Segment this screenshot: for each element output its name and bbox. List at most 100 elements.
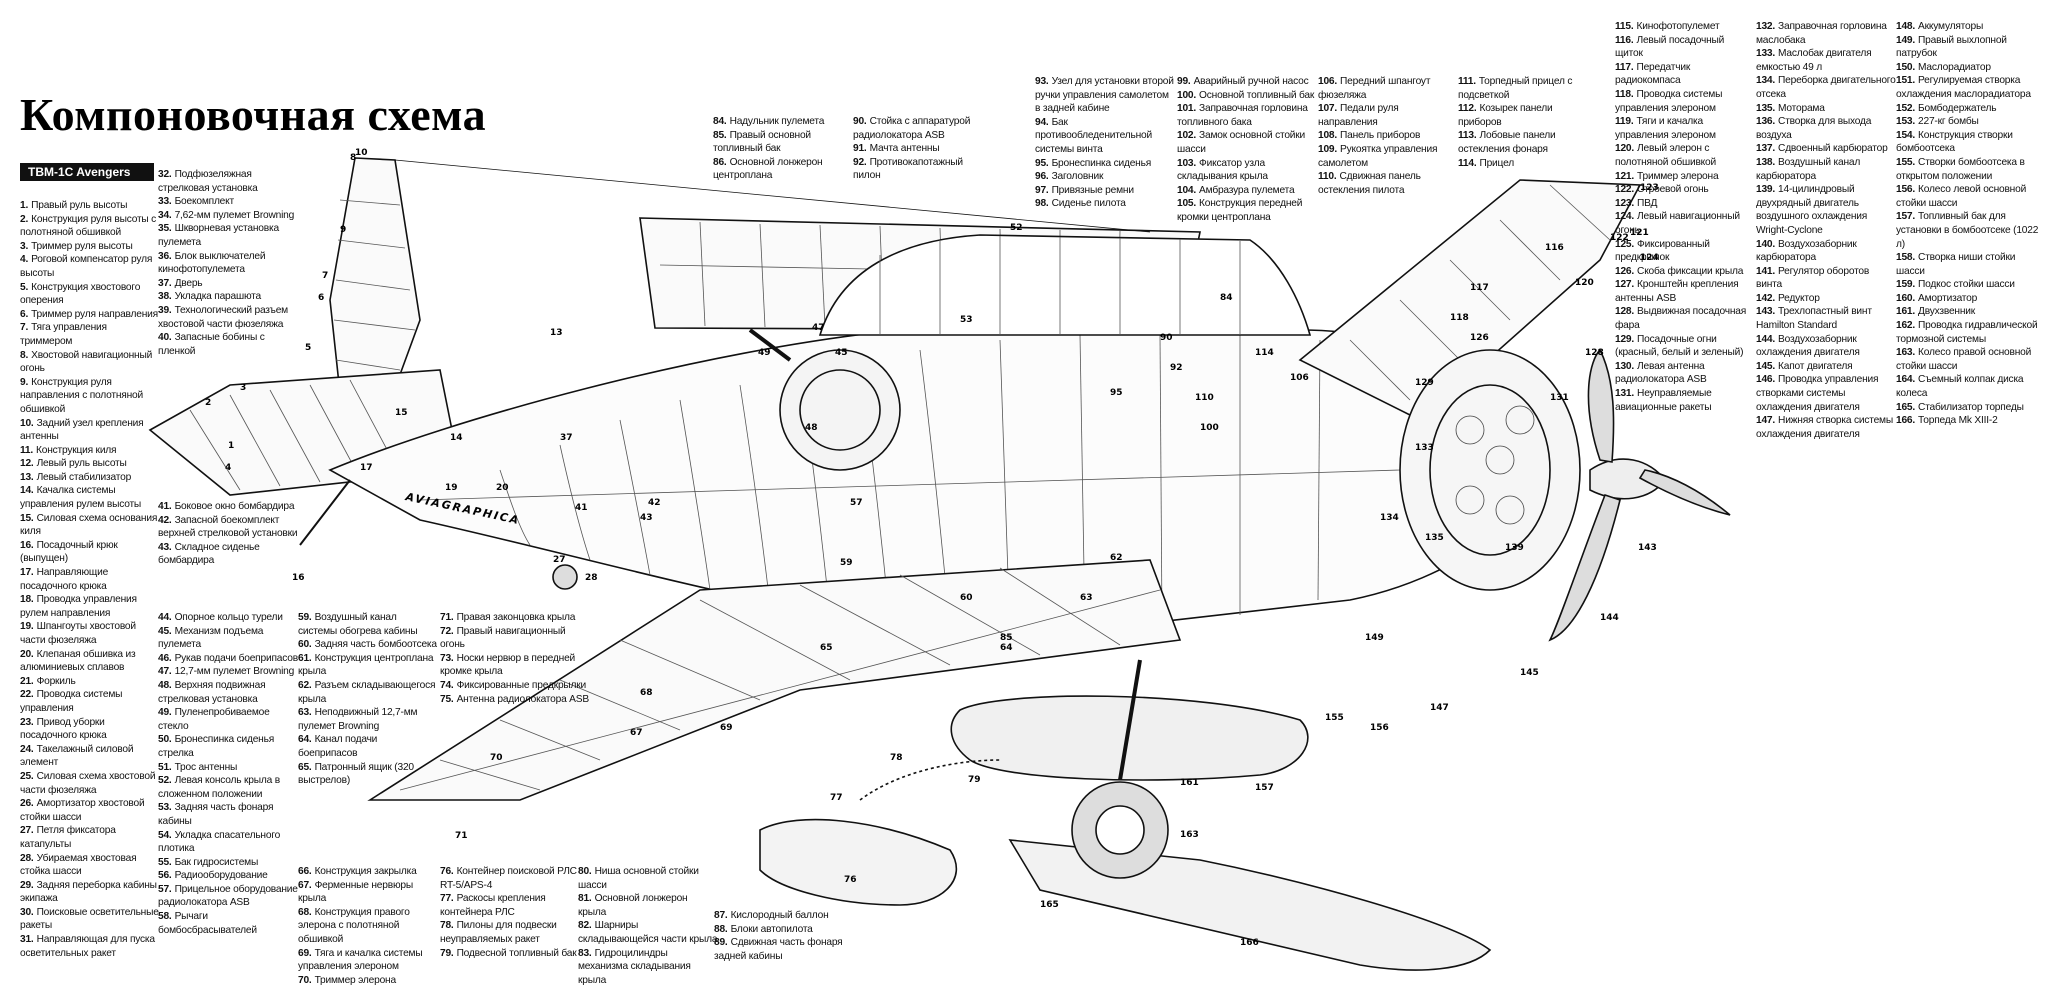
part-callout-number: 121 bbox=[1630, 228, 1649, 238]
legend-item-number: 118. bbox=[1615, 88, 1634, 100]
legend-item-text: Стабилизатор торпеды bbox=[1918, 401, 2024, 413]
legend-item-number: 107. bbox=[1318, 103, 1338, 115]
part-callout-number: 17 bbox=[360, 463, 373, 473]
part-callout-number: 41 bbox=[575, 503, 588, 513]
legend-item: 164.Съемный колпак диска колеса bbox=[1896, 373, 2046, 400]
legend-item-number: 27. bbox=[20, 825, 34, 837]
legend-item-number: 55. bbox=[158, 856, 172, 868]
legend-item-text: Рукоятка управления самолетом bbox=[1318, 143, 1438, 169]
legend-item-number: 18. bbox=[20, 594, 34, 606]
legend-item-text: Правый выхлопной патрубок bbox=[1896, 34, 2007, 60]
part-callout-number: 5 bbox=[305, 343, 311, 353]
legend-item-number: 100. bbox=[1177, 89, 1197, 101]
part-callout-number: 145 bbox=[1520, 668, 1539, 678]
legend-item: 103.Фиксатор узла складывания крыла bbox=[1177, 157, 1317, 184]
legend-item-number: 142. bbox=[1756, 292, 1776, 304]
part-callout-number: 126 bbox=[1470, 333, 1489, 343]
part-callout-number: 117 bbox=[1470, 283, 1489, 293]
legend-item-text: 12,7-мм пулемет Browning bbox=[174, 666, 295, 678]
legend-item: 72.Правый навигационный огонь bbox=[440, 625, 590, 652]
legend-item-number: 30. bbox=[20, 906, 34, 918]
legend-item-number: 67. bbox=[298, 879, 312, 891]
part-callout-number: 122 bbox=[1610, 233, 1629, 243]
legend-item: 43.Складное сиденье бомбардира bbox=[158, 541, 303, 568]
legend-item-number: 70. bbox=[298, 974, 312, 986]
legend-item: 142.Редуктор bbox=[1756, 292, 1896, 306]
legend-item: 13.Левый стабилизатор bbox=[20, 471, 160, 485]
legend-item-number: 141. bbox=[1756, 265, 1776, 277]
legend-item-number: 120. bbox=[1615, 143, 1635, 155]
legend-item-number: 69. bbox=[298, 947, 312, 959]
legend-item: 87.Кислородный баллон bbox=[714, 909, 854, 923]
legend-item: 47.12,7-мм пулемет Browning bbox=[158, 665, 298, 679]
legend-item-number: 113. bbox=[1458, 130, 1477, 142]
legend-item: 116.Левый посадочный щиток bbox=[1615, 34, 1750, 61]
legend-item-number: 8. bbox=[20, 349, 29, 361]
legend-item-number: 71. bbox=[440, 612, 454, 623]
legend-item: 86.Основной лонжерон центроплана bbox=[713, 156, 843, 183]
legend-item-number: 132. bbox=[1756, 21, 1776, 32]
legend-item: 100.Основной топливный бак bbox=[1177, 89, 1317, 103]
legend-item-number: 85. bbox=[713, 129, 727, 141]
legend-item-text: Задняя переборка кабины экипажа bbox=[20, 879, 157, 905]
legend-item-text: Заправочная горловина маслобака bbox=[1756, 21, 1887, 46]
legend-item: 162.Проводка гидравлической тормозной си… bbox=[1896, 319, 2046, 346]
legend-item-number: 44. bbox=[158, 612, 172, 623]
legend-item-number: 86. bbox=[713, 156, 727, 168]
legend-item-number: 28. bbox=[20, 852, 34, 864]
legend-item-text: Регулируемая створка охлаждения маслорад… bbox=[1896, 75, 2031, 100]
part-callout-number: 67 bbox=[630, 728, 643, 738]
legend-item-number: 59. bbox=[298, 612, 312, 623]
legend-item-text: Сдвижная панель остекления пилота bbox=[1318, 171, 1421, 196]
legend-item-number: 78. bbox=[440, 920, 454, 932]
legend-item-number: 95. bbox=[1035, 157, 1049, 169]
legend-item-text: Контейнер поисковой РЛС RT-5/APS-4 bbox=[440, 866, 577, 891]
legend-item-number: 65. bbox=[298, 761, 312, 773]
legend-item: 25.Силовая схема хвостовой части фюзеляж… bbox=[20, 770, 160, 797]
legend-item-number: 52. bbox=[158, 775, 172, 787]
legend-item-number: 16. bbox=[20, 539, 34, 551]
legend-item: 83.Гидроцилиндры механизма складывания к… bbox=[578, 947, 718, 988]
legend-item: 24.Такелажный силовой элемент bbox=[20, 743, 160, 770]
legend-item-number: 160. bbox=[1896, 292, 1916, 304]
legend-item: 38.Укладка парашюта bbox=[158, 290, 303, 304]
legend-item: 62.Разъем складывающегося крыла bbox=[298, 679, 438, 706]
legend-item: 117.Передатчик радиокомпаса bbox=[1615, 61, 1750, 88]
legend-item-number: 163. bbox=[1896, 347, 1916, 359]
legend-item: 159.Подкос стойки шасси bbox=[1896, 278, 2046, 292]
legend-item-text: Кронштейн крепления антенны ASB bbox=[1615, 279, 1739, 304]
legend-item: 97.Привязные ремни bbox=[1035, 184, 1175, 198]
legend-item: 110.Сдвижная панель остекления пилота bbox=[1318, 170, 1453, 197]
legend-item: 124.Левый навигационный огонь bbox=[1615, 210, 1750, 237]
legend-item-text: Проводка системы управления элероном bbox=[1615, 88, 1723, 114]
part-callout-number: 42 bbox=[648, 498, 661, 508]
legend-item-text: Мачта антенны bbox=[869, 143, 940, 155]
legend-item: 152.Бомбодержатель bbox=[1896, 102, 2046, 116]
legend-item: 163.Колесо правой основной стойки шасси bbox=[1896, 346, 2046, 373]
legend-item-number: 41. bbox=[158, 501, 172, 512]
legend-item-text: 227-кг бомбы bbox=[1918, 116, 1979, 128]
legend-item: 66.Конструкция закрылка bbox=[298, 865, 438, 879]
legend-item-number: 156. bbox=[1896, 184, 1916, 196]
legend-item: 2.Конструкция руля высоты с полотняной о… bbox=[20, 213, 160, 240]
legend-item: 32.Подфюзеляжная стрелковая установка bbox=[158, 168, 303, 195]
legend-item: 36.Блок выключателей кинофотопулемета bbox=[158, 250, 303, 277]
legend-item-number: 75. bbox=[440, 693, 454, 705]
legend-item: 46.Рукав подачи боеприпасов bbox=[158, 652, 298, 666]
legend-item-text: Задняя часть бомбоотсека bbox=[314, 639, 438, 651]
legend-item-number: 15. bbox=[20, 512, 34, 524]
part-callout-number: 69 bbox=[720, 723, 733, 733]
legend-item-number: 139. bbox=[1756, 184, 1776, 196]
legend-item: 22.Проводка системы управления bbox=[20, 688, 160, 715]
part-callout-number: 60 bbox=[960, 593, 973, 603]
canopy bbox=[818, 234, 1312, 336]
legend-item: 132.Заправочная горловина маслобака bbox=[1756, 20, 1896, 47]
part-callout-number: 100 bbox=[1200, 423, 1219, 433]
legend-item: 139.14-цилиндровый двухрядный двигатель … bbox=[1756, 183, 1896, 237]
legend-item: 28.Убираемая хвостовая стойка шасси bbox=[20, 852, 160, 879]
part-callout-number: 95 bbox=[1110, 388, 1123, 398]
part-callout-number: 57 bbox=[850, 498, 863, 508]
legend-item-number: 121. bbox=[1615, 170, 1635, 182]
